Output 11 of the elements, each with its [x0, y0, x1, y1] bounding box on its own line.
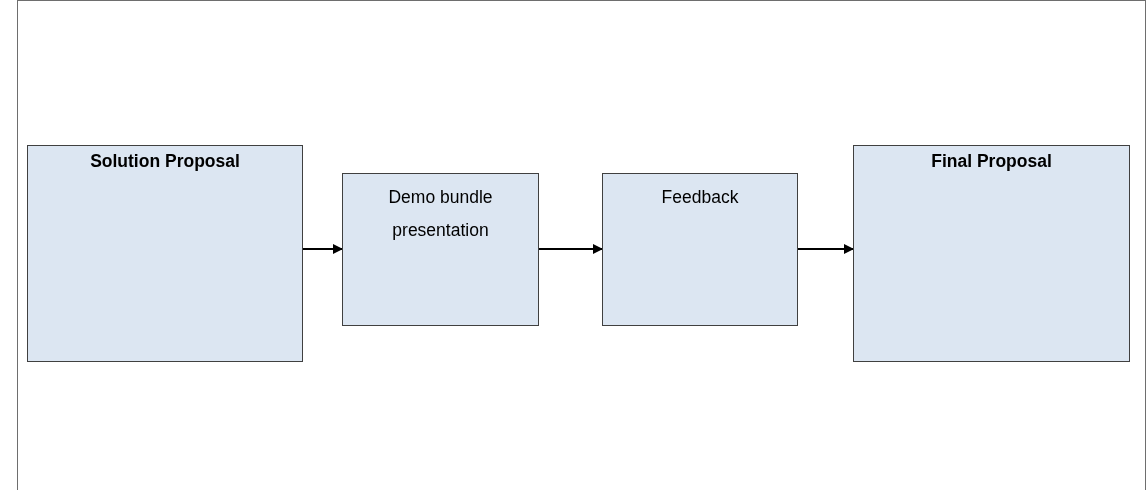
arrow: [302, 244, 343, 254]
box-heading: Solution Proposal: [89, 150, 241, 172]
box-label: Feedback: [660, 186, 740, 209]
box-label: Demo bundle presentation: [387, 186, 494, 242]
arrow: [538, 244, 603, 254]
box-heading: Final Proposal: [930, 150, 1053, 172]
process-box: [602, 173, 798, 326]
arrow: [797, 244, 854, 254]
process-box: [27, 145, 303, 362]
process-box: [853, 145, 1130, 362]
process-box: [342, 173, 539, 326]
